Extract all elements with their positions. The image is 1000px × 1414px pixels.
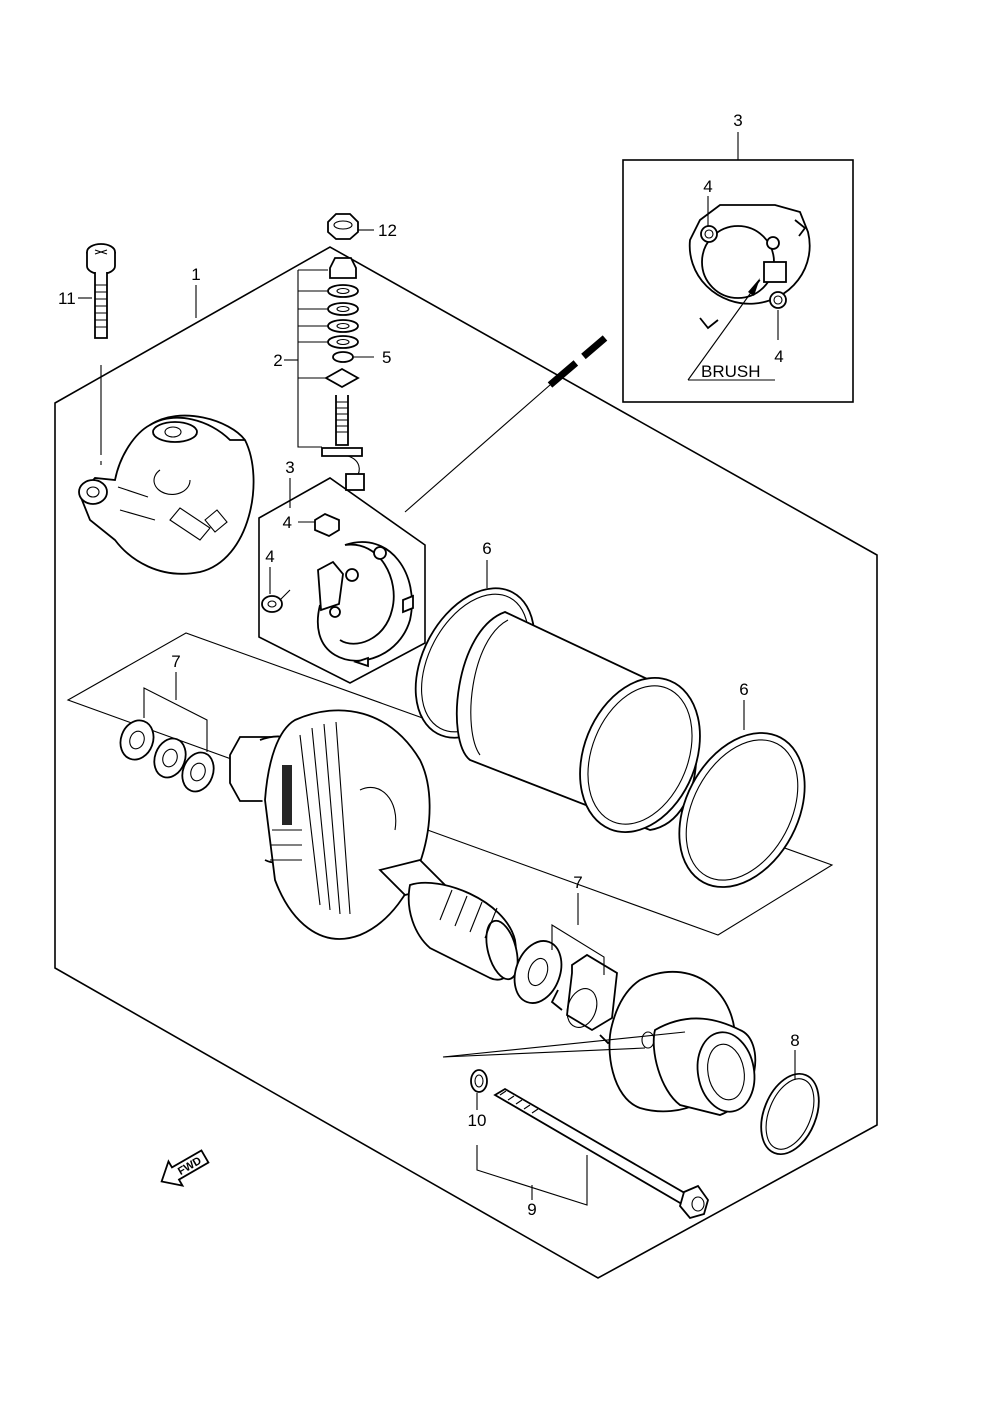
- brush-holder-3: [261, 512, 414, 668]
- armature: [229, 709, 519, 981]
- inset-connector: [404, 335, 608, 513]
- callout-4-inset-top: 4: [703, 177, 712, 196]
- callout-1: 1: [191, 265, 200, 284]
- fwd-direction-arrow: FWD: [160, 1149, 210, 1187]
- callout-3-main: 3: [285, 458, 294, 477]
- callout-12: 12: [378, 221, 397, 240]
- callout-3-inset: 3: [733, 111, 742, 130]
- callout-6-top: 6: [482, 539, 491, 558]
- oring-6-rear: [678, 732, 806, 888]
- washer-set-7-left: [119, 719, 215, 793]
- callout-6-right: 6: [739, 680, 748, 699]
- callout-4-inset-bottom: 4: [774, 347, 783, 366]
- callout-10: 10: [468, 1111, 487, 1130]
- bolt-11: [86, 243, 116, 339]
- yoke-housing: [455, 611, 701, 833]
- oring-8: [760, 1072, 820, 1156]
- brush-label: BRUSH: [701, 362, 761, 381]
- inset-brush-holder: [688, 204, 811, 330]
- front-bracket: [608, 970, 757, 1116]
- assembly-outline: [54, 246, 878, 1279]
- oring-10: [470, 1069, 488, 1093]
- callout-8: 8: [790, 1031, 799, 1050]
- through-bolts-9: [493, 1087, 709, 1220]
- callout-11: 11: [58, 289, 76, 308]
- washer-set-7-right: [513, 940, 618, 1045]
- terminal-kit-2: [321, 257, 365, 491]
- callout-2: 2: [273, 351, 282, 370]
- armature-group-outline: [66, 632, 834, 936]
- callout-4-main-a: 4: [283, 513, 292, 532]
- fwd-label: FWD: [176, 1155, 204, 1178]
- callout-5: 5: [382, 348, 391, 367]
- callout-4-main-b: 4: [265, 547, 274, 566]
- nut-12: [327, 213, 359, 240]
- rear-cover-1: [78, 414, 255, 575]
- callout-7-right: 7: [573, 873, 582, 892]
- brush-holder-group-outline: [258, 477, 426, 684]
- callout-9: 9: [527, 1200, 536, 1219]
- callout-7-left: 7: [171, 652, 180, 671]
